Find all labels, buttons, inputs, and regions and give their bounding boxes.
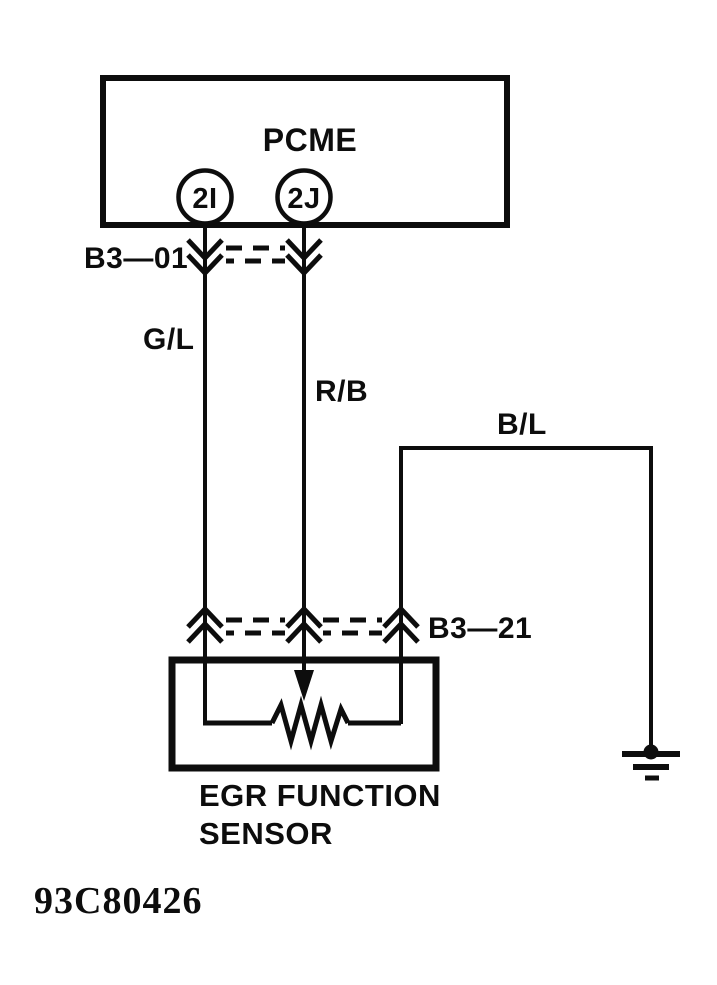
pin-2i: 2I [176,168,234,226]
b3-21-chevron-left-outer [186,605,224,629]
wire-rb [294,222,314,701]
b3-01-chevron-left-outer [186,238,224,262]
wire-bl-run [399,446,653,750]
sensor-label-line2: SENSOR [199,816,333,851]
b3-01-chevron-right-outer [285,238,323,262]
pin-2i-label: 2I [192,183,217,215]
pin-2j: 2J [275,168,333,226]
wiper-arrow-icon [294,670,314,701]
pin-2i-circle [176,168,234,226]
sensor-label-line1: EGR FUNCTION [199,778,441,813]
wire-gl [203,222,272,726]
pcme-label: PCME [263,122,357,158]
connector-b3-21-symbol [186,605,420,644]
sensor-box [168,656,440,772]
b3-21-chevron-mid-inner [285,620,323,644]
wire-bl [348,446,653,750]
pin-2j-circle [275,168,333,226]
b3-21-chevron-mid-outer [285,605,323,629]
b3-01-chevron-right-inner [285,253,323,277]
pin-2j-label: 2J [287,183,320,215]
b3-01-chevron-left-inner [186,253,224,277]
wire-bl-label: B/L [497,408,547,441]
b3-21-chevron-left-inner [186,620,224,644]
wire-gl-label: G/L [143,323,195,356]
b3-21-chevron-right-inner [382,620,420,644]
connector-b3-21-label: B3—21 [428,612,532,645]
wire-rb-label: R/B [315,375,368,408]
resistor-icon [269,695,351,751]
ground-icon [622,744,680,781]
b3-21-chevron-right-outer [382,605,420,629]
figure-code: 93C80426 [34,880,202,922]
connector-b3-01-label: B3—01 [84,242,188,275]
connector-b3-01-symbol [186,238,323,277]
